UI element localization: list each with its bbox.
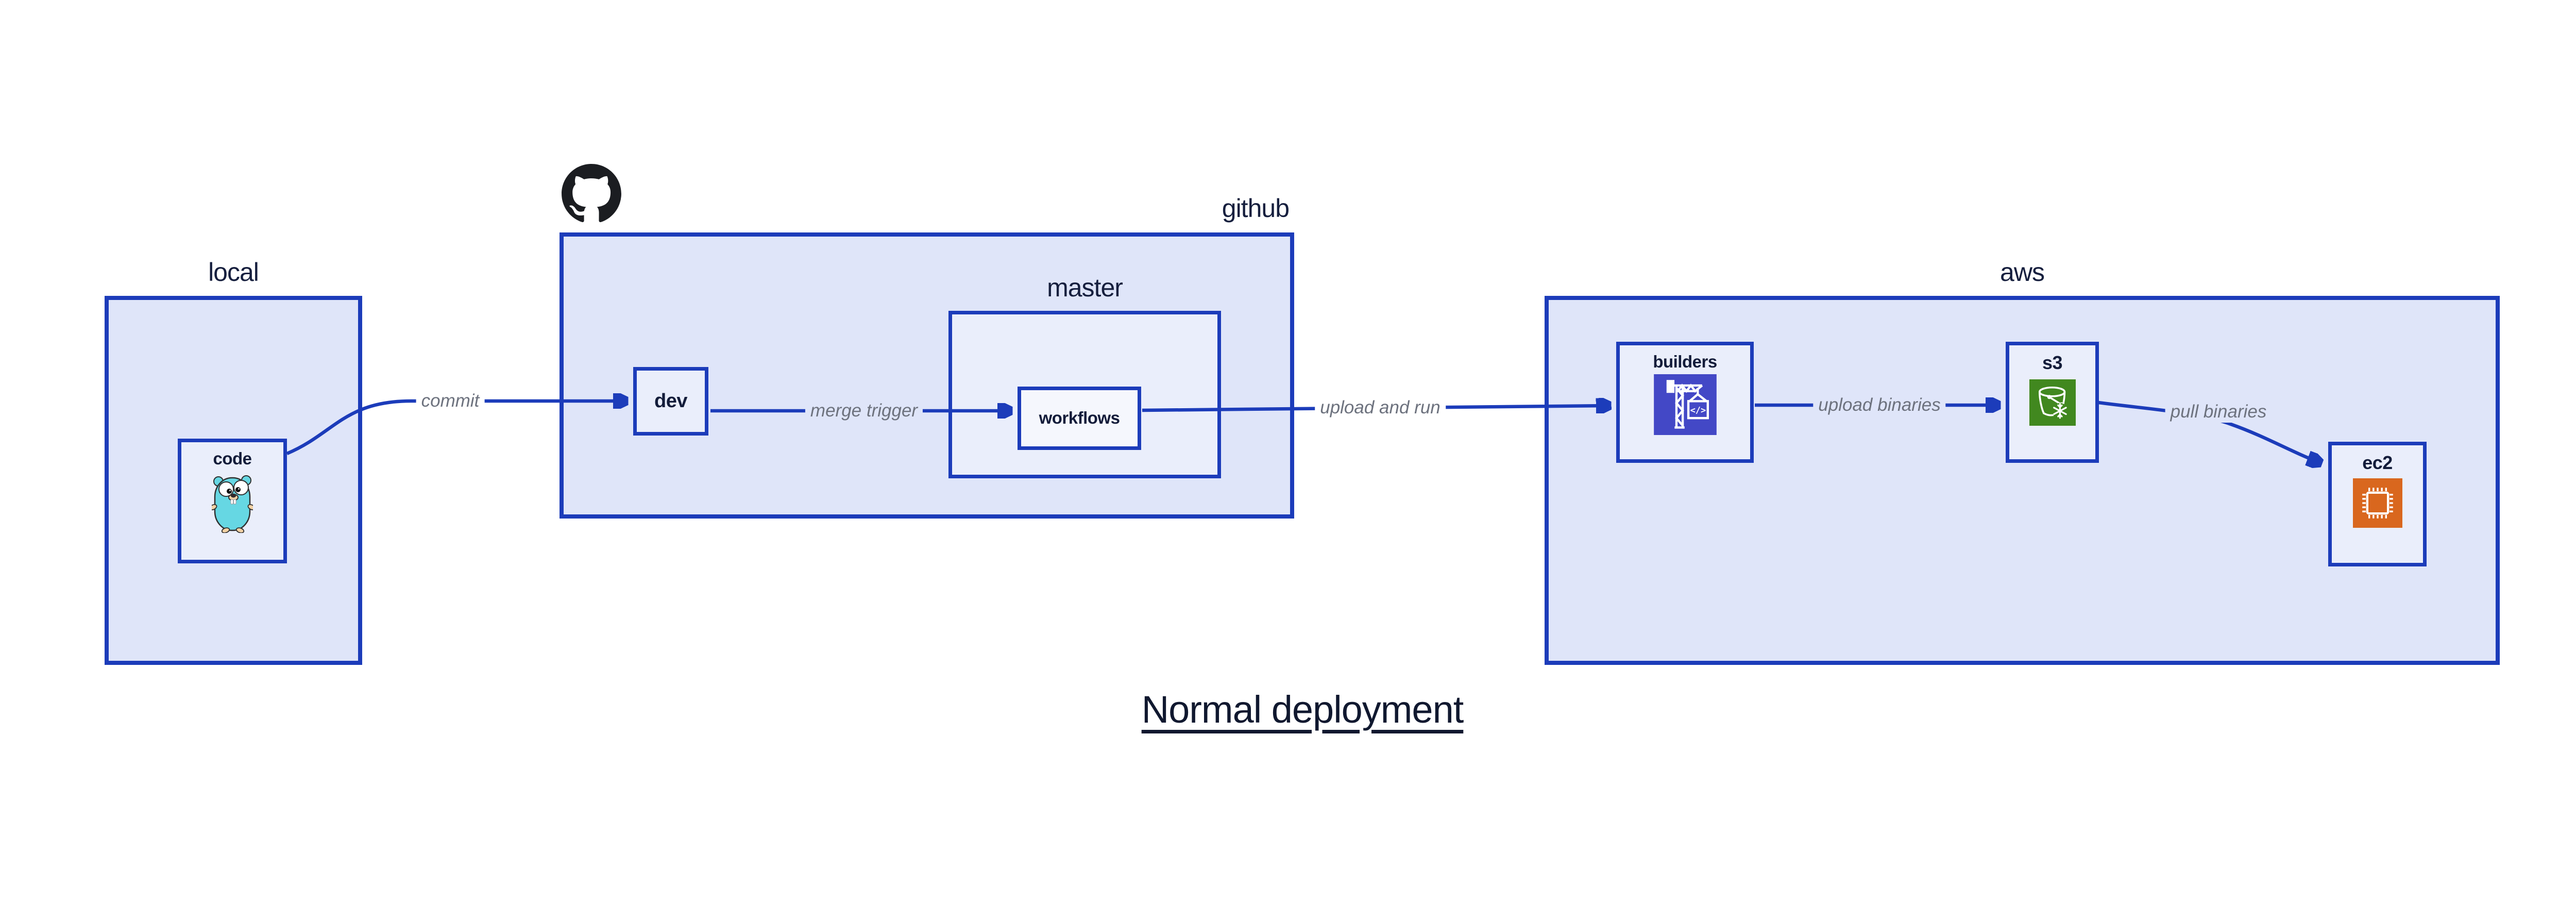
node-s3: s3 [2006, 342, 2099, 463]
s3-bucket-icon [2029, 379, 2076, 426]
node-builders-label: builders [1653, 352, 1717, 371]
node-dev: dev [633, 367, 708, 436]
node-ec2: ec2 [2328, 442, 2427, 566]
group-label-aws: aws [2000, 258, 2045, 287]
node-code: code [178, 439, 287, 563]
group-label-github: github [1222, 194, 1290, 223]
svg-text:</>: </> [1690, 406, 1706, 416]
node-dev-label: dev [654, 390, 687, 412]
group-label-local: local [208, 258, 259, 287]
crane-icon: </> [1653, 374, 1717, 436]
edge-label-pull-binaries: pull binaries [2165, 401, 2272, 423]
node-workflows-label: workflows [1039, 408, 1120, 428]
node-workflows: workflows [1018, 387, 1141, 450]
node-ec2-label: ec2 [2362, 452, 2393, 473]
group-label-master: master [1047, 273, 1123, 302]
node-builders: builders </> [1616, 342, 1754, 463]
github-octocat-icon [562, 164, 621, 222]
node-code-label: code [213, 449, 252, 468]
edge-label-commit: commit [416, 390, 485, 412]
node-s3-label: s3 [2042, 352, 2063, 373]
diagram-title: Normal deployment [1141, 688, 1464, 731]
go-gopher-icon [212, 475, 253, 533]
edge-label-upload-binaries: upload binaries [1813, 394, 1946, 416]
edge-label-merge-trigger: merge trigger [805, 400, 923, 422]
edge-label-upload-and-run: upload and run [1315, 397, 1446, 419]
ec2-chip-icon [2352, 478, 2402, 528]
